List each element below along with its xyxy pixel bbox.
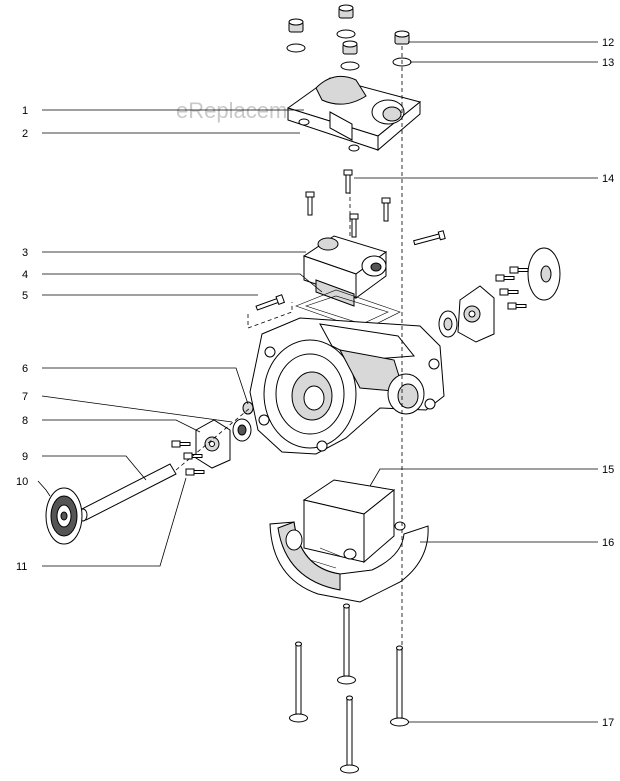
callout-17: 17 (602, 717, 614, 729)
leader-lines (37, 41, 598, 723)
callout-labels: 1 2 3 4 5 6 7 8 9 10 11 12 13 14 15 16 1… (16, 37, 614, 729)
callout-16: 16 (602, 537, 614, 549)
callout-1: 1 (22, 105, 28, 117)
callout-13: 13 (602, 57, 614, 69)
callout-11: 11 (16, 561, 27, 573)
callout-12: 12 (602, 37, 614, 49)
callout-10: 10 (16, 476, 28, 488)
top-cover-plate (286, 75, 422, 152)
callout-6: 6 (22, 363, 28, 375)
assembly-axes (175, 46, 403, 650)
callout-15: 15 (602, 464, 614, 476)
long-bolts (289, 603, 409, 774)
part-6-washer (242, 401, 254, 415)
screw-5 (255, 294, 286, 311)
valve-block (302, 235, 388, 307)
callout-4: 4 (22, 269, 28, 281)
callout-14: 14 (602, 173, 614, 185)
motor-capacitor (302, 479, 396, 564)
left-diaphragm-assembly (45, 401, 254, 545)
base-housing (269, 521, 429, 603)
pump-housing (249, 317, 445, 455)
callout-8: 8 (22, 415, 28, 427)
callout-7: 7 (22, 391, 28, 403)
top-nuts (286, 4, 412, 71)
screws-14 (305, 169, 446, 246)
right-diaphragm-assembly (438, 247, 561, 343)
screw-5-guide (247, 302, 293, 329)
callout-3: 3 (22, 247, 28, 259)
callout-2: 2 (22, 128, 28, 140)
part-9-rod (79, 463, 177, 521)
callout-5: 5 (22, 290, 28, 302)
callout-9: 9 (22, 451, 28, 463)
